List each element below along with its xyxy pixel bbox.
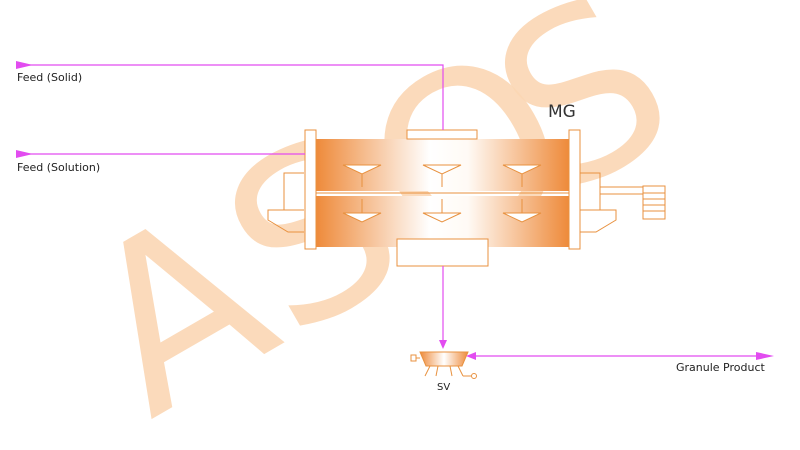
gearbox [642,185,666,220]
spray-nozzles-upper [342,164,542,187]
right-end-plate [568,129,581,250]
screen-tag: SV [437,382,450,393]
screen-drive [471,373,477,379]
feed-solid-line [16,64,444,130]
stream-feed-solid[interactable]: Feed (Solid) [16,61,444,130]
screen-sv[interactable]: SV [410,351,477,393]
stream-discharge[interactable] [439,266,447,349]
stream-feed-solution[interactable]: Feed (Solution) [16,150,305,174]
spray-nozzles-lower [342,199,542,223]
feed-solution-label: Feed (Solution) [17,161,100,174]
discharge-arrow [439,340,447,349]
product-arrow [756,352,774,360]
screen-leg [457,365,464,377]
granulator-tag: MG [548,102,576,122]
discharge-hopper [396,238,489,267]
feed-inlet [406,129,478,140]
left-support-lower [267,209,304,233]
stream-product[interactable]: Granule Product [466,352,774,374]
left-end-plate [304,129,317,250]
product-label: Granule Product [676,361,766,374]
granulator-mg[interactable]: MG [267,102,666,267]
feed-solid-label: Feed (Solid) [17,71,82,84]
screen-leg [424,365,431,377]
screen-motor [410,354,417,362]
screen-body [419,351,469,367]
right-support-lower [580,209,617,233]
